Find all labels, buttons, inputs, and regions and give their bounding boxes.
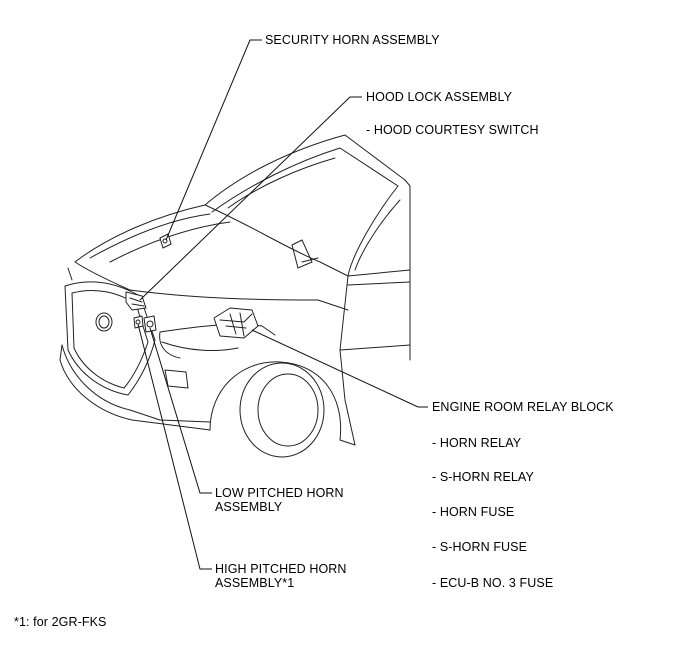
leader-security-horn <box>165 39 262 241</box>
high-pitched-horn-part <box>133 315 144 329</box>
high-horn-label-line1: HIGH PITCHED HORN <box>215 562 347 576</box>
ecu-b-fuse-label: - ECU-B NO. 3 FUSE <box>432 576 554 590</box>
leader-hood-lock <box>139 96 362 301</box>
s-horn-relay-label: - S-HORN RELAY <box>432 470 534 484</box>
security-horn-label: SECURITY HORN ASSEMBLY <box>265 33 440 47</box>
security-horn-part <box>159 233 172 249</box>
footnote: *1: for 2GR-FKS <box>14 615 107 629</box>
low-horn-label-line2: ASSEMBLY <box>215 500 283 514</box>
horn-fuse-label: - HORN FUSE <box>432 505 515 519</box>
leader-low-horn <box>149 327 212 494</box>
leader-high-horn <box>137 323 212 570</box>
engine-room-relay-block-part <box>213 307 259 339</box>
low-horn-label-line1: LOW PITCHED HORN <box>215 486 344 500</box>
s-horn-fuse-label: - S-HORN FUSE <box>432 540 528 554</box>
relay-block-label: ENGINE ROOM RELAY BLOCK <box>432 400 614 414</box>
hood-courtesy-switch-label: - HOOD COURTESY SWITCH <box>366 123 539 137</box>
hood-lock-part <box>125 291 147 311</box>
hood-lock-label: HOOD LOCK ASSEMBLY <box>366 90 513 104</box>
vehicle-body <box>59 134 411 458</box>
horn-relay-label: - HORN RELAY <box>432 436 522 450</box>
low-pitched-horn-part <box>143 315 157 333</box>
leader-relay-block <box>251 329 428 408</box>
high-horn-label-line2: ASSEMBLY*1 <box>215 576 295 590</box>
leader-lines <box>137 39 428 570</box>
